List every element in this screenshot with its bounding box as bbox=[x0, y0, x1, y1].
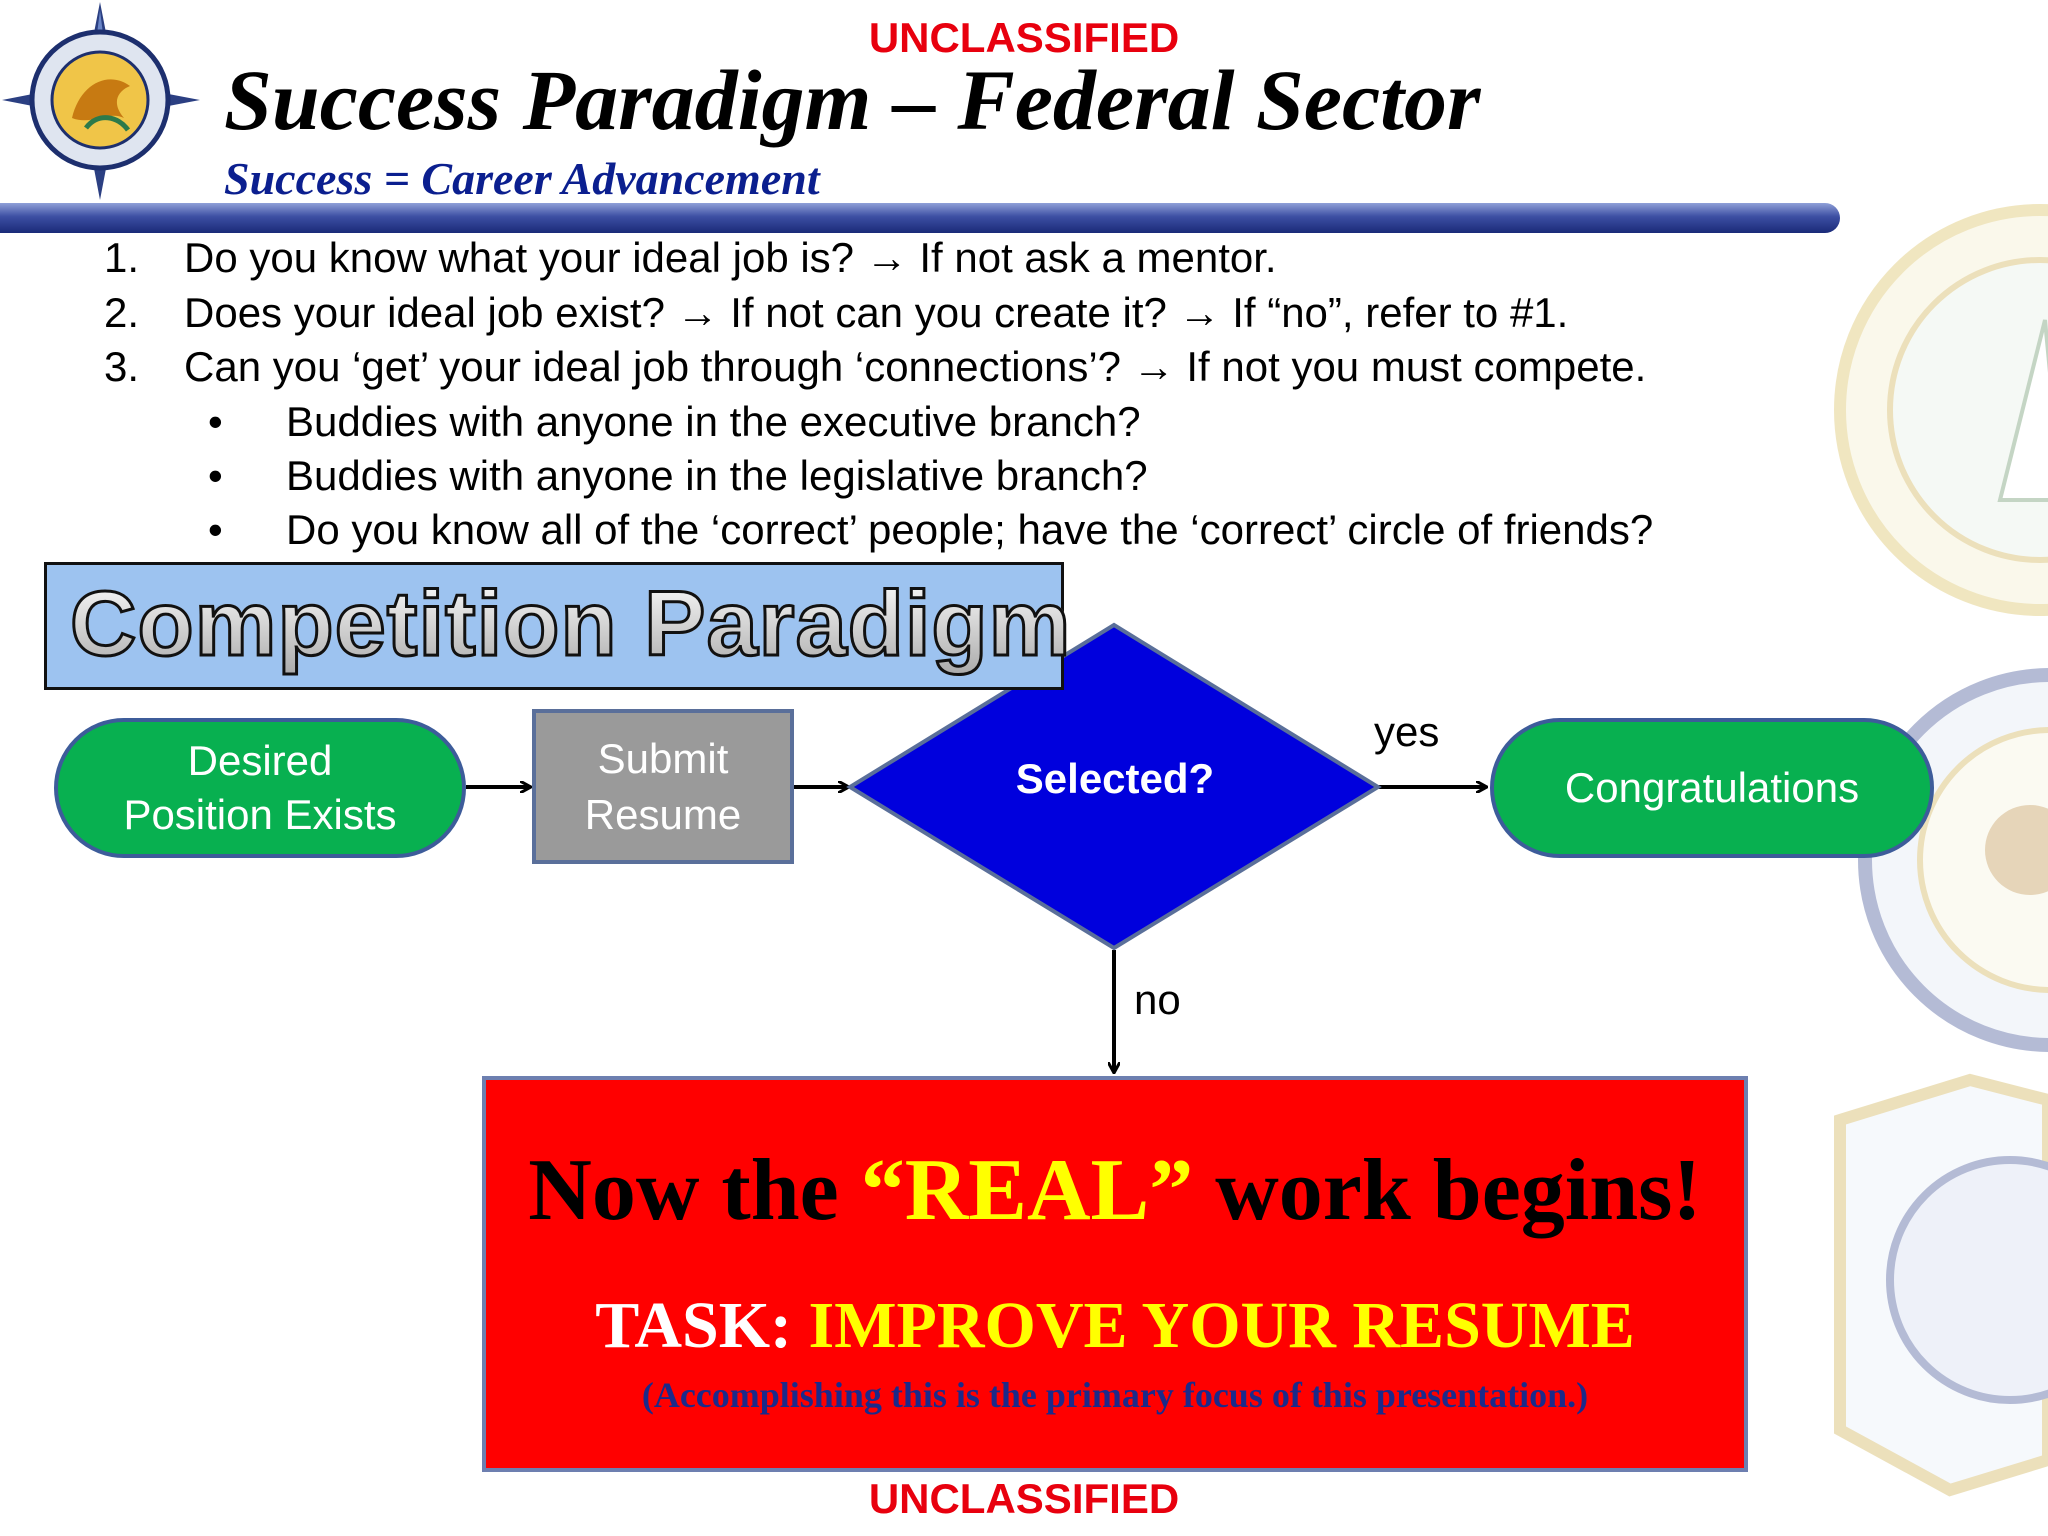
list-item-number: 2. bbox=[104, 289, 140, 336]
sub-bullet-text: Buddies with anyone in the legislative b… bbox=[286, 452, 1148, 499]
list-item-text: Can you ‘get’ your ideal job through ‘co… bbox=[184, 343, 1647, 390]
bullet-dot: • bbox=[208, 506, 223, 553]
title-underline-bar bbox=[0, 203, 1840, 233]
callout-headline-post: work begins! bbox=[1193, 1142, 1702, 1239]
node-desired-position: Desired Position Exists bbox=[54, 718, 466, 858]
node-label-line: Desired bbox=[187, 737, 333, 784]
node-congratulations: Congratulations bbox=[1490, 718, 1934, 858]
bullet-dot: • bbox=[208, 398, 223, 445]
edge-label-yes: yes bbox=[1374, 708, 1440, 755]
callout-note: (Accomplishing this is the primary focus… bbox=[641, 1375, 1589, 1415]
page-title: Success Paradigm – Federal Sector bbox=[224, 52, 1481, 148]
sub-bullet-text: Do you know all of the ‘correct’ people;… bbox=[286, 506, 1654, 553]
callout-box bbox=[482, 1076, 1748, 1472]
decision-label: Selected? bbox=[1015, 755, 1215, 802]
node-submit-resume: Submit Resume bbox=[532, 709, 794, 864]
competition-title: Competition Paradigm bbox=[68, 572, 1072, 677]
decision-diamond bbox=[846, 622, 1382, 951]
callout-headline-emphasis: “REAL” bbox=[860, 1142, 1194, 1239]
callout-headline: Now the “REAL” work begins! bbox=[482, 1140, 1748, 1241]
classification-bottom: UNCLASSIFIED bbox=[868, 1475, 1180, 1522]
task-label: TASK: bbox=[595, 1289, 809, 1362]
sub-bullet-text: Buddies with anyone in the executive bra… bbox=[286, 398, 1141, 445]
competition-banner bbox=[44, 562, 1064, 690]
task-value: IMPROVE YOUR RESUME bbox=[808, 1289, 1635, 1362]
list-item-number: 3. bbox=[104, 343, 140, 390]
node-label-line: Resume bbox=[584, 790, 742, 838]
list-item-text: Does your ideal job exist? → If not can … bbox=[184, 289, 1569, 336]
classification-top: UNCLASSIFIED bbox=[868, 14, 1180, 61]
bullet-dot: • bbox=[208, 452, 223, 499]
node-label-line: Position Exists bbox=[123, 791, 397, 838]
page-subtitle: Success = Career Advancement bbox=[224, 153, 820, 204]
node-label-line: Submit bbox=[597, 734, 729, 782]
list-item-text: Do you know what your ideal job is? → If… bbox=[184, 234, 1277, 281]
air-mobility-seal-icon bbox=[1834, 1073, 2048, 1497]
transcom-seal-icon bbox=[2, 2, 200, 200]
edge-label-no: no bbox=[1134, 976, 1181, 1023]
list-item-number: 1. bbox=[104, 234, 140, 281]
callout-task: TASK: IMPROVE YOUR RESUME bbox=[482, 1288, 1748, 1364]
callout-headline-pre: Now the bbox=[528, 1142, 861, 1239]
surface-deployment-seal-icon bbox=[1834, 204, 2048, 616]
